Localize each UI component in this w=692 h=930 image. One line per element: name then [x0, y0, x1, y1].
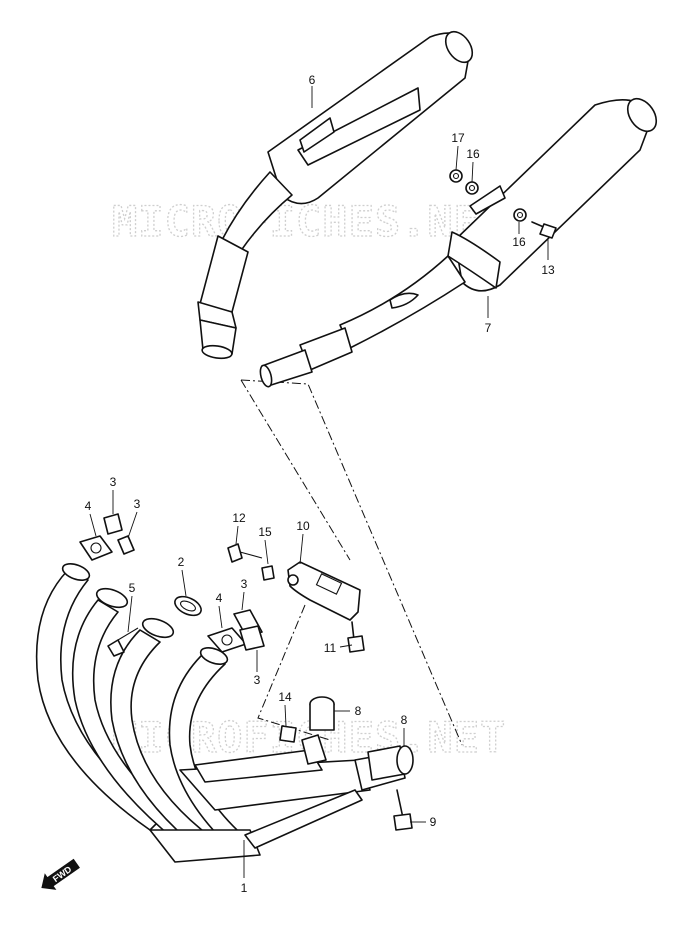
callout-6: 6: [309, 73, 316, 87]
callout-8: 8: [355, 704, 362, 718]
flange-4-upper[interactable]: [79, 535, 113, 561]
callout-10: 10: [296, 519, 310, 533]
callout-9: 9: [430, 815, 437, 829]
bolt-12[interactable]: [227, 543, 263, 563]
callout-5: 5: [129, 581, 136, 595]
leader-lines: [89, 86, 549, 878]
callout-3: 3: [254, 673, 261, 687]
callout-4: 4: [85, 499, 92, 513]
callout-12: 12: [232, 511, 246, 525]
collar-15[interactable]: [261, 565, 275, 581]
retainer-3-lower[interactable]: [239, 625, 265, 651]
retainer-3-top[interactable]: [103, 513, 123, 535]
callout-15: 15: [258, 525, 272, 539]
muffler-right[interactable]: [258, 93, 662, 388]
callout-4: 4: [216, 591, 223, 605]
callout-11: 11: [324, 641, 337, 655]
retainer-3-right[interactable]: [117, 535, 135, 555]
callout-2: 2: [178, 555, 185, 569]
bolt-13[interactable]: [531, 221, 557, 239]
clamp-8-upper[interactable]: [301, 696, 335, 765]
callout-13: 13: [541, 263, 555, 277]
callout-16: 16: [512, 235, 526, 249]
callout-14: 14: [278, 690, 292, 704]
callout-7: 7: [485, 321, 492, 335]
callout-8: 8: [401, 713, 408, 727]
washer-16-lower[interactable]: [513, 208, 527, 222]
gasket-2[interactable]: [172, 593, 204, 619]
callout-3: 3: [134, 497, 141, 511]
callout-3: 3: [241, 577, 248, 591]
callout-3: 3: [110, 475, 117, 489]
alignment-lines: [240, 379, 463, 746]
bolt-11[interactable]: [347, 621, 365, 653]
callout-labels: 6 17 16 16 13 7 3 3 4 12 15 10 2 3 5 4 3…: [85, 73, 555, 895]
bracket-10[interactable]: [287, 561, 361, 621]
bolt-9[interactable]: [393, 789, 413, 831]
callout-1: 1: [241, 881, 248, 895]
fwd-direction-arrow: FWD: [41, 858, 80, 890]
nut-14[interactable]: [279, 725, 297, 743]
callout-16: 16: [466, 147, 480, 161]
clamp-8-lower[interactable]: [367, 745, 414, 781]
callout-17: 17: [451, 131, 465, 145]
stud-bolt-5[interactable]: [107, 627, 139, 657]
watermark-top: MICROFICHES.NET: [112, 197, 506, 246]
nut-17[interactable]: [449, 169, 463, 183]
washer-16-upper[interactable]: [465, 181, 479, 195]
muffler-left[interactable]: [197, 27, 478, 360]
exhaust-header-pipes[interactable]: [35, 561, 406, 863]
